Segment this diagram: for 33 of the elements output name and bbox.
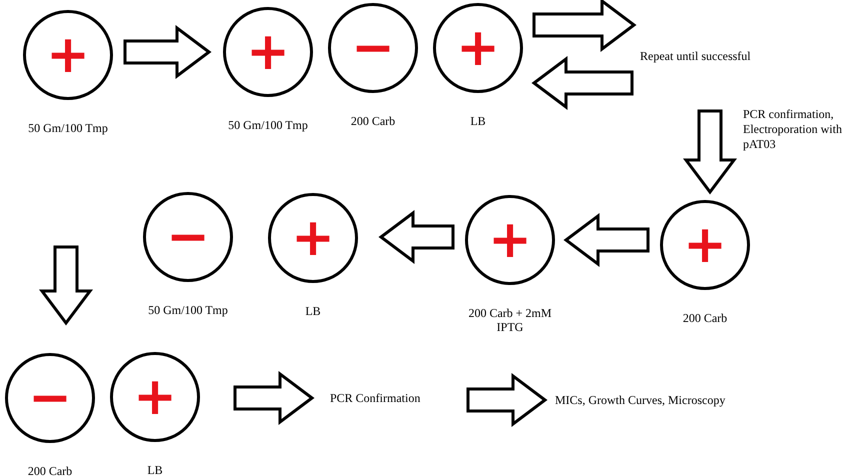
block-arrow xyxy=(532,56,634,110)
block-arrow xyxy=(466,373,548,427)
step-text: PCR Confirmation xyxy=(330,391,420,405)
condition-label: 200 Carb xyxy=(28,464,72,476)
step-text: Repeat until successful xyxy=(640,49,751,63)
growth-sign: + xyxy=(246,26,290,78)
condition-label: LB xyxy=(305,304,321,318)
growth-sign: + xyxy=(488,214,532,266)
growth-sign: + xyxy=(291,212,335,264)
block-arrow xyxy=(234,371,314,425)
growth-sign: + xyxy=(133,371,177,423)
edge-label: PCR confirmation, Electroporation with pAT03 xyxy=(743,107,843,152)
condition-label: 50 Gm/100 Tmp xyxy=(28,121,108,135)
condition-label: 200 Carb + 2mM IPTG xyxy=(467,306,553,334)
block-arrow xyxy=(532,0,636,52)
growth-sign: + xyxy=(683,219,727,271)
growth-sign: − xyxy=(28,372,72,424)
block-arrow xyxy=(39,246,93,326)
block-arrow xyxy=(564,213,650,267)
growth-sign: + xyxy=(456,22,500,74)
condition-label: 200 Carb xyxy=(682,311,728,325)
condition-label: 50 Gm/100 Tmp xyxy=(228,118,308,132)
condition-label: 50 Gm/100 Tmp xyxy=(148,303,228,317)
condition-label: LB xyxy=(470,114,486,128)
step-text: MICs, Growth Curves, Microscopy xyxy=(555,393,726,407)
block-arrow xyxy=(124,25,212,79)
condition-label: 200 Carb xyxy=(350,114,396,128)
growth-sign: − xyxy=(351,22,395,74)
growth-sign: + xyxy=(46,29,90,81)
block-arrow xyxy=(683,110,737,194)
growth-sign: − xyxy=(166,211,210,263)
block-arrow xyxy=(378,210,454,264)
condition-label: LB xyxy=(147,463,163,476)
